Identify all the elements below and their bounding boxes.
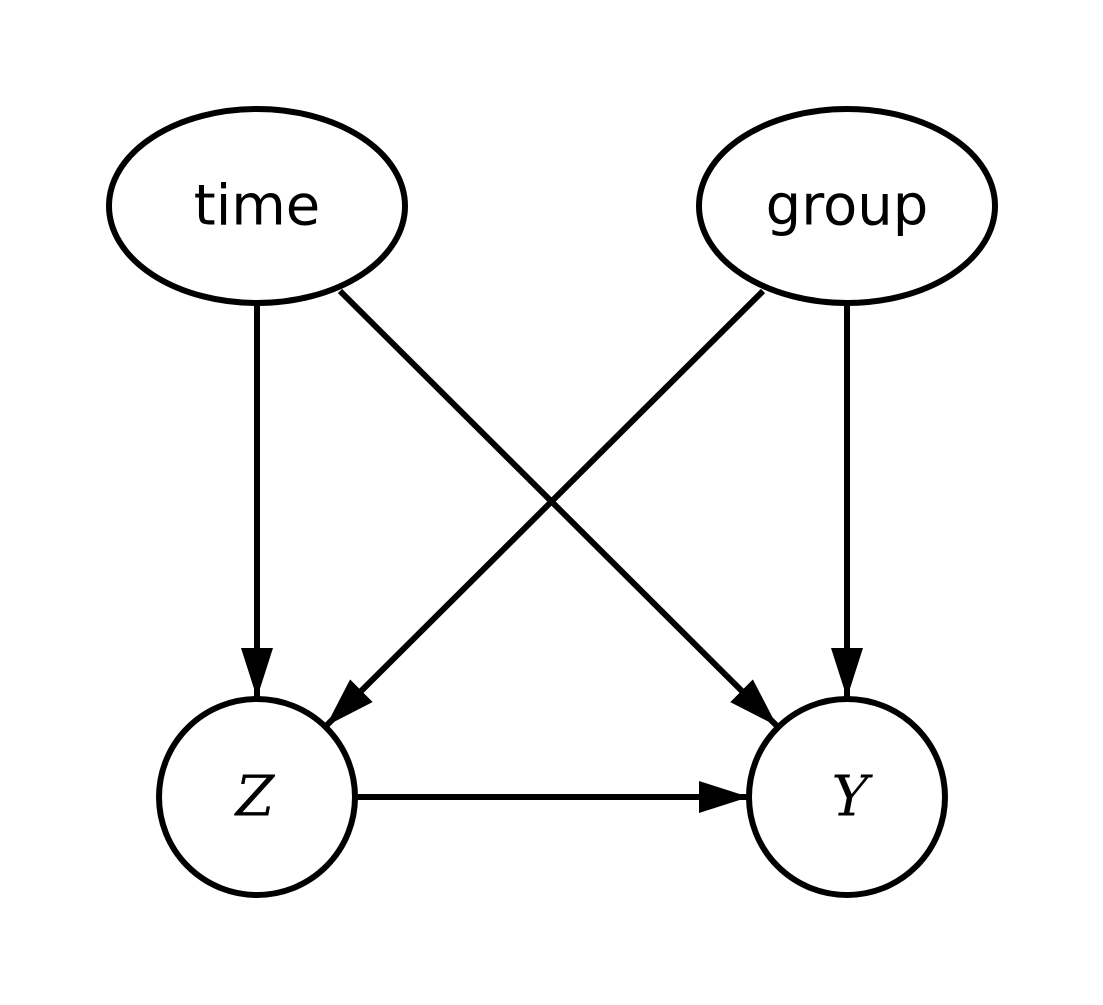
node-z-shape bbox=[156, 696, 358, 898]
edge-time-to-y bbox=[337, 288, 780, 729]
node-z-label: Z bbox=[234, 765, 276, 830]
node-group-shape bbox=[696, 106, 998, 306]
node-group: group bbox=[696, 106, 998, 306]
node-time-shape bbox=[106, 106, 408, 306]
node-y-shape bbox=[746, 696, 948, 898]
edge-group-to-z bbox=[323, 288, 766, 729]
node-y-label: Y bbox=[832, 765, 874, 830]
node-group-label: group bbox=[766, 174, 929, 239]
node-time: time bbox=[106, 106, 408, 306]
node-y: Y bbox=[746, 696, 948, 898]
node-z: Z bbox=[156, 696, 358, 898]
node-time-label: time bbox=[194, 174, 321, 239]
edges bbox=[241, 288, 863, 813]
